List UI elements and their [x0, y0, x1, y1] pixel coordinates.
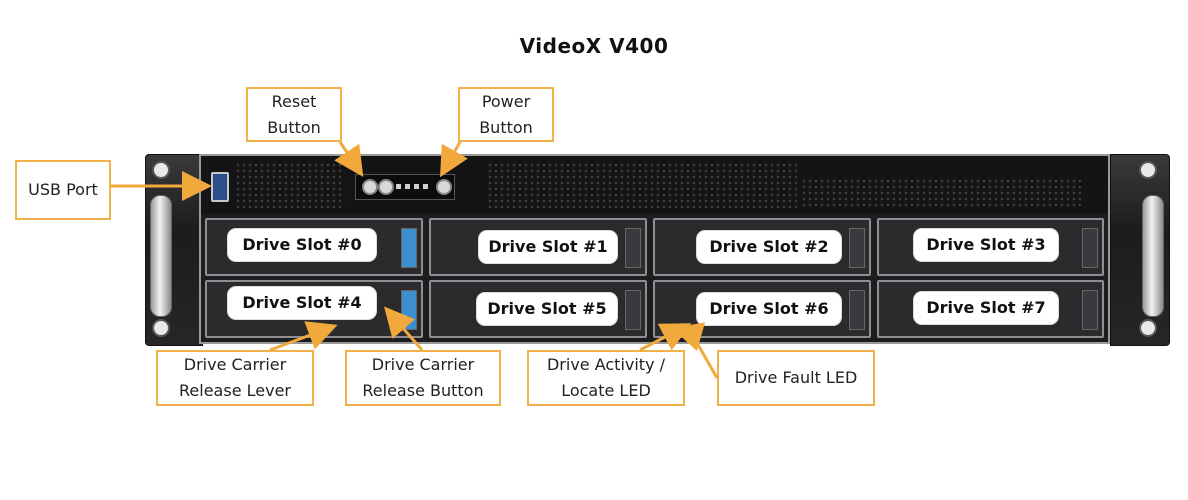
- callout-reset-button: Reset Button: [246, 87, 342, 142]
- release-button-icon: [1082, 228, 1098, 268]
- callout-text: Release Button: [362, 381, 484, 400]
- release-button-icon: [849, 290, 865, 330]
- release-button-icon: [849, 228, 865, 268]
- status-led-icon: [396, 184, 401, 189]
- callout-carrier-release-lever: Drive Carrier Release Lever: [156, 350, 314, 406]
- status-led-icon: [405, 184, 410, 189]
- callout-text: Drive Activity /: [546, 355, 666, 374]
- arrow-fault-led-line: [690, 333, 719, 379]
- callout-carrier-release-button: Drive Carrier Release Button: [345, 350, 501, 406]
- mount-hole: [1139, 161, 1157, 179]
- callout-power-button: Power Button: [458, 87, 554, 142]
- drive-bay-7: [877, 280, 1104, 338]
- callout-text: Drive Carrier: [183, 355, 287, 374]
- drive-slot-label-7: Drive Slot #7: [914, 292, 1058, 324]
- arrow-carrier-lever: [269, 321, 338, 352]
- drive-slot-label-2: Drive Slot #2: [697, 231, 841, 263]
- reset-button-icon: [362, 179, 378, 195]
- callout-text: Release Lever: [179, 381, 291, 400]
- vent-grille: [487, 162, 797, 208]
- release-button-icon: [1082, 290, 1098, 330]
- callout-usb-port: USB Port: [15, 160, 111, 220]
- callout-drive-activity-led: Drive Activity / Locate LED: [527, 350, 685, 406]
- callout-text: Locate LED: [561, 381, 651, 400]
- vent-grille: [801, 178, 1081, 208]
- drive-slot-label-3: Drive Slot #3: [914, 229, 1058, 261]
- aux-button-icon: [378, 179, 394, 195]
- release-button-icon: [401, 228, 417, 268]
- mount-hole: [152, 161, 170, 179]
- release-button-icon: [625, 290, 641, 330]
- callout-text: USB Port: [28, 180, 98, 199]
- rack-handle-left: [150, 195, 172, 317]
- power-button-icon: [436, 179, 452, 195]
- callout-text: Button: [267, 117, 321, 137]
- usb-port-icon: [211, 172, 229, 202]
- callout-text: Drive Carrier: [371, 355, 475, 374]
- diagram-title: VideoX V400: [519, 34, 669, 58]
- status-led-icon: [423, 184, 428, 189]
- drive-slot-label-0: Drive Slot #0: [228, 229, 376, 261]
- front-control-strip: [201, 156, 1108, 214]
- callout-text: Button: [479, 117, 533, 137]
- callout-text: Drive Fault LED: [734, 368, 858, 387]
- release-button-icon: [625, 228, 641, 268]
- drive-slot-label-6: Drive Slot #6: [697, 293, 841, 325]
- drive-slot-label-1: Drive Slot #1: [479, 231, 617, 263]
- drive-slot-label-5: Drive Slot #5: [477, 293, 617, 325]
- arrow-fault-led: [672, 322, 706, 352]
- callout-drive-fault-led: Drive Fault LED: [717, 350, 875, 406]
- callout-text: Reset: [271, 91, 317, 111]
- callout-text: Power: [481, 91, 531, 111]
- control-panel: [355, 174, 455, 200]
- arrow-carrier-button: [384, 306, 424, 351]
- arrow-power: [440, 141, 468, 178]
- drive-slot-label-4: Drive Slot #4: [228, 287, 376, 319]
- rack-handle-right: [1142, 195, 1164, 317]
- vent-grille: [235, 162, 345, 208]
- status-led-icon: [414, 184, 419, 189]
- mount-hole: [152, 319, 170, 337]
- arrow-reset: [334, 141, 364, 177]
- mount-hole: [1139, 319, 1157, 337]
